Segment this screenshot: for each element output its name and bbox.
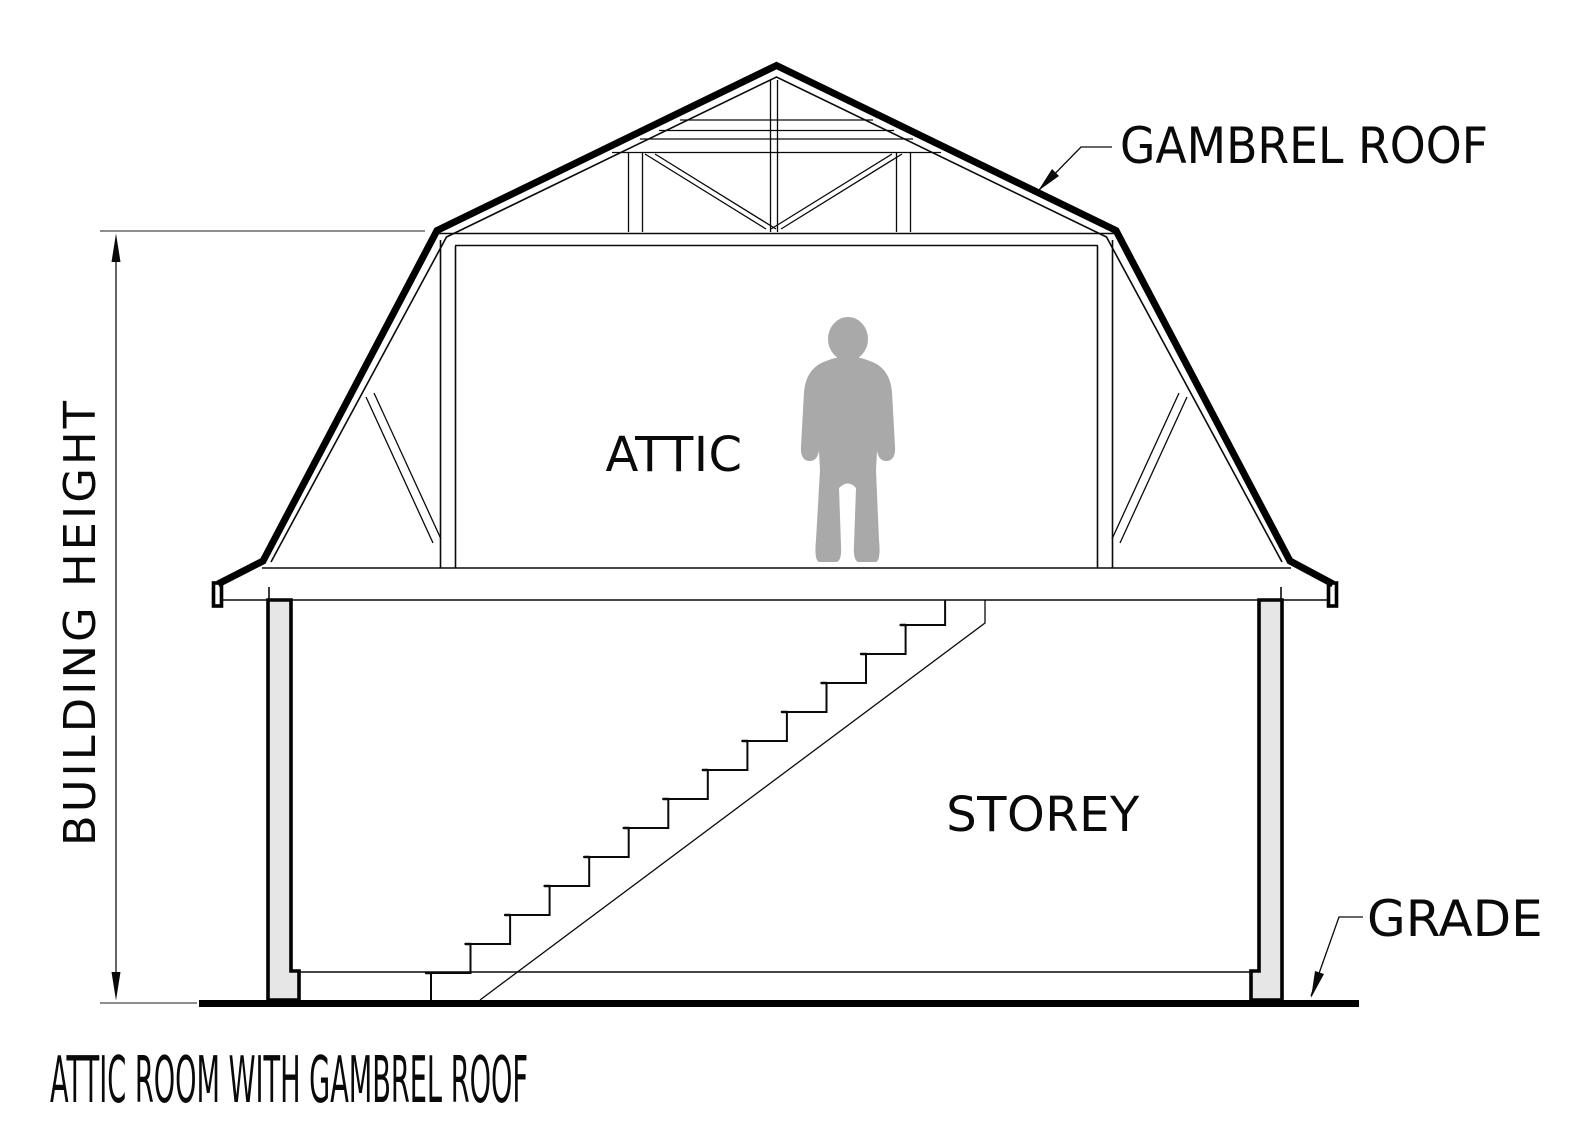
staircase (424, 600, 986, 1001)
stair-nosings (424, 623, 907, 975)
grade-callout: GRADE (1310, 890, 1543, 998)
attic-label: ATTIC (605, 427, 742, 483)
truss-top-chord-band (612, 138, 941, 154)
storey-label: STOREY (946, 787, 1140, 843)
truss-diagonal-right (770, 153, 903, 230)
building-height-dimension: BUILDING HEIGHT (55, 230, 425, 1004)
dimension-arrow-up-icon (111, 233, 121, 262)
roof-inner-rafter-line (270, 76, 1283, 563)
upper-truss (612, 80, 941, 232)
left-wall (266, 598, 301, 1002)
stair-stringer (479, 600, 986, 1001)
gambrel-roof (216, 61, 1335, 588)
dimension-arrow-down-icon (111, 972, 121, 1001)
gambrel-roof-label: GAMBREL ROOF (1120, 117, 1488, 175)
grade-leader-line (1310, 916, 1363, 997)
person-figure (800, 317, 896, 562)
stair-steps (430, 600, 947, 1000)
roof-outer-sheathing (216, 61, 1335, 588)
person-head (828, 317, 868, 361)
gambrel-roof-callout: GAMBREL ROOF (1037, 117, 1488, 192)
king-post (769, 80, 779, 232)
roof-strut-right (1111, 392, 1188, 544)
gambrel-leader-arrow-icon (1038, 169, 1059, 191)
collar-member (659, 119, 894, 132)
roof-strut-left (365, 392, 442, 544)
truss-end-posts (627, 152, 912, 232)
right-fascia (1326, 581, 1339, 608)
grade-leader-arrow-icon (1311, 971, 1324, 998)
truss-diagonal-left (644, 153, 777, 230)
right-wall (1249, 598, 1284, 1002)
attic-left-kneewall (439, 240, 457, 568)
grade-label: GRADE (1367, 890, 1543, 948)
person-body (800, 356, 896, 562)
attic-floor-band (211, 567, 1339, 608)
drawing-title: ATTIC ROOM WITH GAMBREL ROOF (50, 1044, 528, 1118)
building-height-label: BUILDING HEIGHT (55, 398, 106, 846)
attic-right-kneewall (1096, 240, 1114, 568)
gambrel-leader-line (1037, 146, 1112, 192)
attic-room-structure (365, 232, 1188, 568)
